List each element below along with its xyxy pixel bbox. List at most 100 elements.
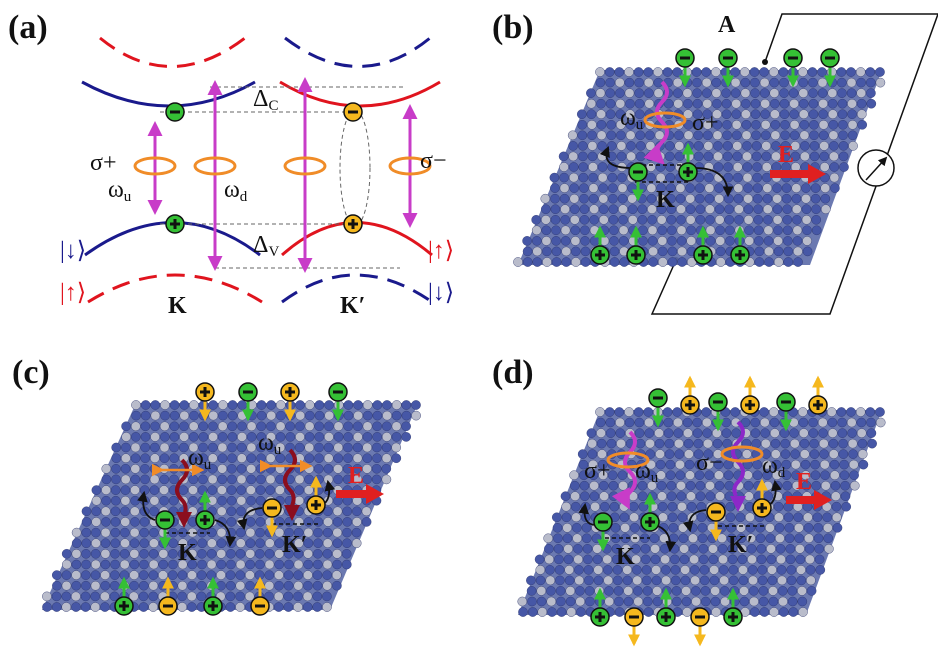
lattice-atom xyxy=(381,453,392,464)
lattice-atom xyxy=(741,130,752,141)
lattice-atom xyxy=(169,400,180,410)
lattice-atom xyxy=(553,533,563,544)
lattice-atom xyxy=(772,214,783,225)
lattice-atom xyxy=(148,602,158,612)
lattice-atom xyxy=(562,533,573,544)
lattice-atom xyxy=(738,575,749,586)
lattice-atom xyxy=(303,559,314,570)
electron-carrier xyxy=(820,48,840,88)
panel-label-b: (b) xyxy=(492,9,534,46)
lattice-atom xyxy=(747,554,757,565)
lattice-atom xyxy=(285,421,296,432)
lattice-atom xyxy=(709,575,720,586)
lattice-atom xyxy=(159,474,170,485)
lattice-atom xyxy=(711,88,722,98)
lattice-atom xyxy=(198,474,208,485)
lattice-atom xyxy=(586,88,596,98)
lattice-atom xyxy=(304,442,315,453)
lattice-atom xyxy=(758,586,769,596)
lattice-atom xyxy=(713,162,724,172)
lattice-atom xyxy=(391,442,402,453)
lattice-atom xyxy=(541,204,551,214)
lattice-atom xyxy=(647,225,658,236)
lattice-atom xyxy=(322,538,333,549)
lattice-atom xyxy=(741,98,751,109)
photon-head-c-k xyxy=(176,512,192,528)
lattice-atom xyxy=(295,421,305,432)
wire-contact-top xyxy=(762,59,768,65)
lattice-atom xyxy=(534,554,545,565)
lattice-atom xyxy=(568,151,579,162)
lattice-atom xyxy=(716,523,727,533)
lattice-atom xyxy=(566,607,577,617)
lattice-atom xyxy=(711,607,721,617)
lattice-atom xyxy=(595,67,605,77)
electron-carrier xyxy=(718,48,738,88)
lattice-atom xyxy=(227,432,238,442)
lattice-atom xyxy=(686,501,697,512)
lattice-atom xyxy=(616,141,627,151)
lattice-atom xyxy=(217,485,227,495)
lattice-atom xyxy=(766,554,777,565)
lattice-atom xyxy=(208,421,218,432)
lattice-atom xyxy=(769,88,780,98)
lattice-atom xyxy=(169,432,180,442)
lattice-atom xyxy=(647,204,657,214)
lattice-atom xyxy=(865,67,876,77)
lattice-atom xyxy=(342,506,353,517)
lattice-atom xyxy=(667,225,677,236)
lattice-atom xyxy=(527,607,538,617)
lattice-atom xyxy=(567,130,578,141)
lattice-atom xyxy=(618,214,628,225)
lattice-atom xyxy=(674,151,685,162)
lattice-atom xyxy=(697,533,708,544)
lattice-atom xyxy=(785,554,796,565)
lattice-atom xyxy=(608,193,618,204)
lattice-atom xyxy=(284,559,294,570)
lattice-atom xyxy=(111,442,121,453)
lattice-atom xyxy=(235,591,245,602)
lattice-atom xyxy=(677,501,687,512)
lattice-atom xyxy=(371,474,382,485)
lattice-atom xyxy=(711,77,722,88)
lattice-atom xyxy=(623,586,634,596)
lattice-atom xyxy=(740,88,751,98)
lattice-atom xyxy=(784,523,795,533)
lattice-atom xyxy=(815,565,826,575)
lattice-atom xyxy=(322,602,332,612)
lattice-atom xyxy=(61,570,72,580)
lattice-atom xyxy=(140,400,151,410)
lattice-atom xyxy=(664,141,675,151)
lattice-atom xyxy=(743,183,753,193)
lattice-atom xyxy=(809,438,819,449)
lattice-atom xyxy=(801,480,812,491)
valley-k-label-c: K xyxy=(178,540,197,566)
lattice-atom xyxy=(294,517,304,527)
lattice-atom xyxy=(597,449,607,459)
lattice-atom xyxy=(757,575,768,586)
electron-kp xyxy=(343,102,363,122)
lattice-atom xyxy=(819,151,830,162)
lattice-atom xyxy=(686,491,696,502)
lattice-atom xyxy=(821,480,831,491)
lattice-atom xyxy=(598,204,609,214)
lattice-atom xyxy=(857,438,868,449)
lattice-atom xyxy=(644,88,654,98)
lattice-atom xyxy=(799,438,810,449)
lattice-atom xyxy=(589,204,599,214)
lattice-atom xyxy=(517,596,528,607)
lattice-atom xyxy=(274,570,284,580)
lattice-atom xyxy=(599,480,609,491)
lattice-atom xyxy=(583,565,594,575)
carriers-d xyxy=(590,375,828,647)
lattice-atom xyxy=(130,421,141,432)
lattice-atom xyxy=(526,575,536,586)
lattice-atom xyxy=(563,554,574,565)
lattice-atom xyxy=(808,88,818,98)
lattice-atom xyxy=(148,559,159,570)
lattice-atom xyxy=(820,183,831,193)
lattice-atom xyxy=(333,421,344,432)
lattice-atom xyxy=(653,67,663,77)
lattice-atom xyxy=(227,474,237,485)
valley-k-label-b: K xyxy=(656,187,675,213)
